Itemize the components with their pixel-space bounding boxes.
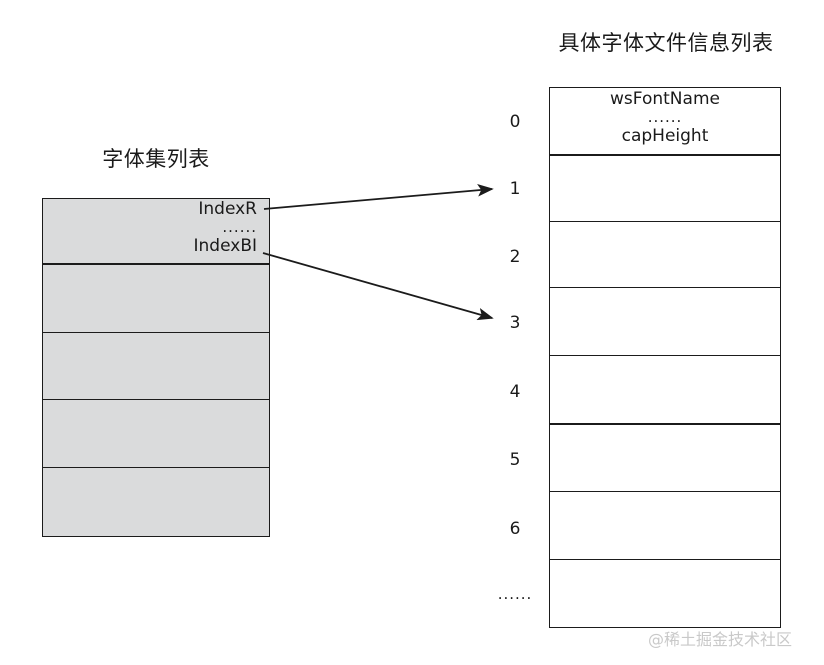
fontset-row-1: [43, 265, 269, 333]
arrow-indexbi-to-entry-3: [262, 252, 494, 321]
fontfile-index-label-2: 2: [509, 247, 521, 267]
fontset-table: IndexR ...... IndexBI: [42, 198, 270, 537]
watermark-label: @稀土掘金技术社区: [648, 630, 793, 649]
fontfile-table: wsFontName ...... capHeight: [549, 87, 781, 628]
fontset-row-3: [43, 400, 269, 468]
fontset-row-4: [43, 468, 269, 536]
fontfile-wsfontname-label: wsFontName: [610, 89, 720, 109]
fontfile-row-4: [550, 356, 780, 425]
fontfile-index-label-1: 1: [509, 179, 521, 199]
fontset-index-bi-label: IndexBI: [193, 236, 257, 256]
fontfile-row-5: [550, 425, 780, 492]
fontfile-index-label-6: 6: [509, 519, 521, 539]
fontfile-index-label-3: 3: [509, 313, 521, 333]
fontfile-capheight-label: capHeight: [621, 126, 709, 146]
fontset-row-2: [43, 333, 269, 400]
fontfile-row-6: [550, 492, 780, 560]
fontfile-row-7: [550, 560, 780, 627]
fontfile-row-2: [550, 222, 780, 288]
fontset-index-r-label: IndexR: [198, 199, 257, 219]
fontfile-index-label-0: 0: [509, 112, 521, 132]
fontset-ellipsis-label: ......: [222, 218, 257, 236]
fontfile-row-0: wsFontName ...... capHeight: [550, 88, 780, 156]
fontfile-row-0-content: wsFontName ...... capHeight: [550, 91, 780, 145]
fontset-row-0-content: IndexR ...... IndexBI: [194, 201, 257, 255]
fontfile-index-label-ellipsis: ......: [497, 585, 533, 603]
fontfile-ellipsis-label: ......: [647, 108, 683, 126]
fontset-table-title: 字体集列表: [102, 147, 210, 171]
fontfile-table-title: 具体字体文件信息列表: [558, 31, 774, 55]
arrow-indexr-to-entry-1: [263, 183, 494, 210]
fontfile-index-label-4: 4: [509, 382, 521, 402]
fontset-row-0: IndexR ...... IndexBI: [43, 199, 269, 265]
fontfile-row-1: [550, 156, 780, 222]
fontfile-row-3: [550, 288, 780, 356]
fontfile-index-label-5: 5: [509, 450, 521, 470]
